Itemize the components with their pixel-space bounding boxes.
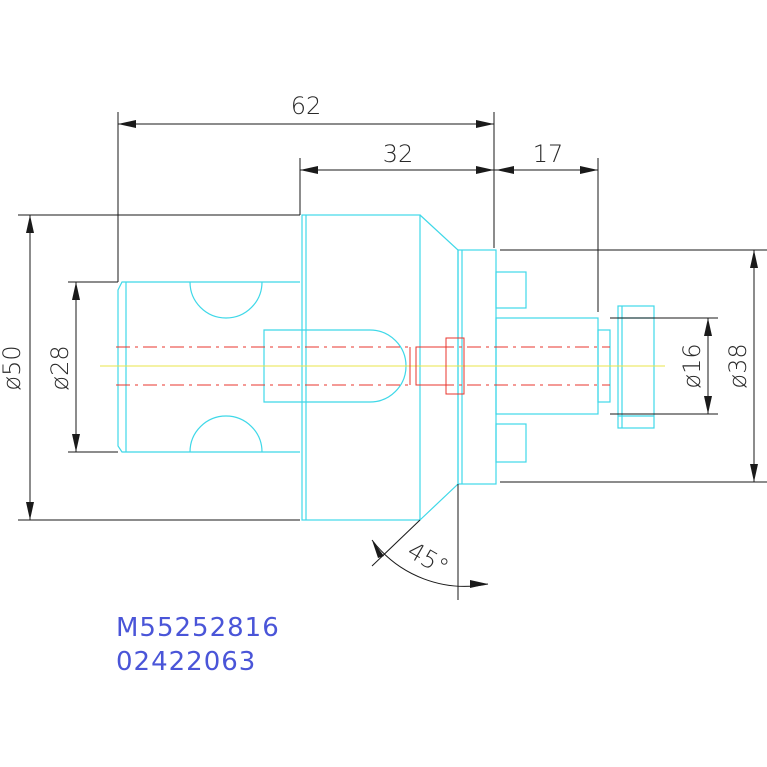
dimension-lines [18,112,767,600]
dim-shank-diameter: ø28 [46,345,74,390]
part-code-block: M55252816 02422063 [116,613,280,677]
dim-spigot-length: 17 [533,140,564,168]
centerlines [100,337,665,395]
dim-collar-diameter: ø38 [724,343,752,388]
part-outline [117,214,655,521]
dim-chamfer-angle: 45° [403,536,454,582]
part-code-line2: 02422063 [116,647,256,677]
part-code-line1: M55252816 [116,613,280,643]
dim-flange-diameter: ø50 [0,345,26,390]
dim-overall-length: 62 [291,92,322,120]
dimension-labels: 62 32 17 ø50 ø28 ø16 ø38 45° [0,92,752,582]
dim-spigot-diameter: ø16 [678,343,706,388]
dim-body-length: 32 [383,140,414,168]
